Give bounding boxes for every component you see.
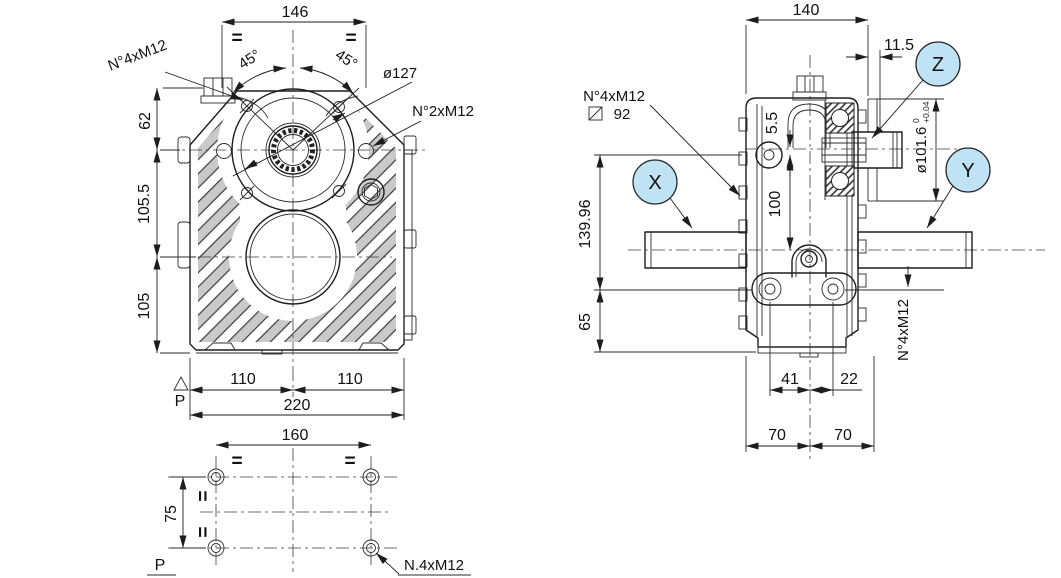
datum-triangle-icon	[173, 376, 189, 391]
bolt-circle-dia-label: ø127	[383, 65, 417, 82]
square-symbol-icon	[588, 106, 603, 121]
datum-p-front: P	[175, 393, 186, 410]
side-bottom-bolts-label: N°4xM12	[895, 299, 912, 361]
angle-right-label: 45°	[332, 46, 360, 73]
dim-140-label: 140	[793, 2, 820, 19]
front-view: 45° 45° 146 = = ø127 N°4xM12 N°2xM12 62 …	[106, 4, 474, 420]
angle-left-label: 45°	[236, 46, 264, 73]
pilot-dia-label: ø101.6 0 +0.04	[911, 101, 931, 173]
dim-160-label: 160	[282, 427, 309, 444]
balloon-x-label: X	[648, 172, 661, 194]
dim-41-label: 41	[781, 371, 799, 388]
dim-62-label: 62	[137, 112, 154, 130]
mounting-holes	[207, 468, 380, 557]
side-flange-bolts-label: N°4xM12	[583, 88, 645, 105]
output-bearing-assembly	[821, 98, 903, 202]
dim-110-left-label: 110	[230, 371, 256, 388]
dim-220-label: 220	[284, 397, 311, 414]
dim-110-right-label: 110	[337, 371, 363, 388]
bottom-mounting-view: 160 = = 75 = = P N.4xM12	[147, 427, 471, 576]
dim-105-5-label: 105.5	[136, 184, 153, 224]
balloon-x: X	[632, 159, 693, 229]
symmetry-mark: =	[344, 451, 355, 472]
side-view: 140 11.5 N°4xM12 92 5.5 100 ø101.6 0 +0.…	[577, 2, 1045, 462]
lower-bore	[245, 209, 341, 305]
balloon-z-label: Z	[932, 54, 944, 76]
top-plug	[792, 75, 827, 101]
tolerance-lower: +0.04	[921, 101, 931, 123]
dim-11-5-label: 11.5	[884, 37, 914, 54]
balloon-z: Z	[871, 41, 961, 139]
input-flange	[231, 88, 355, 212]
dim-70-right-label: 70	[834, 427, 852, 444]
square-92-label: 92	[614, 106, 631, 123]
balloon-y: Y	[926, 147, 991, 229]
oil-plug	[357, 178, 385, 206]
side-bolts-label: N°2xM12	[412, 103, 474, 120]
dim-22-label: 22	[840, 371, 858, 388]
flange-bolts-label: N°4xM12	[106, 37, 170, 75]
symmetry-mark: =	[191, 526, 212, 537]
balloon-y-label: Y	[961, 160, 974, 182]
dim-70-left-label: 70	[768, 427, 786, 444]
dim-146-label: 146	[282, 4, 309, 21]
symmetry-mark: =	[191, 490, 212, 501]
bottom-bolts-label: N.4xM12	[404, 557, 464, 574]
side-hole-right	[358, 143, 374, 159]
dim-65-label: 65	[577, 313, 594, 331]
svg-text:ø101.6: ø101.6	[913, 127, 930, 174]
flange-lugs	[738, 109, 867, 330]
dim-100-label: 100	[767, 191, 784, 218]
side-hole-left	[216, 143, 232, 159]
dim-105-label: 105	[136, 293, 153, 320]
dim-5-5-label: 5.5	[764, 112, 781, 134]
offset-hole-boss	[755, 141, 783, 169]
dim-75-label: 75	[163, 505, 180, 523]
tolerance-upper: 0	[911, 118, 921, 123]
dim-139-96-label: 139.96	[577, 199, 594, 248]
datum-p-bottom: P	[155, 557, 166, 574]
symmetry-mark: =	[231, 451, 242, 472]
symmetry-mark: =	[231, 28, 242, 49]
torque-arm	[751, 244, 857, 306]
symmetry-mark: =	[345, 28, 356, 49]
